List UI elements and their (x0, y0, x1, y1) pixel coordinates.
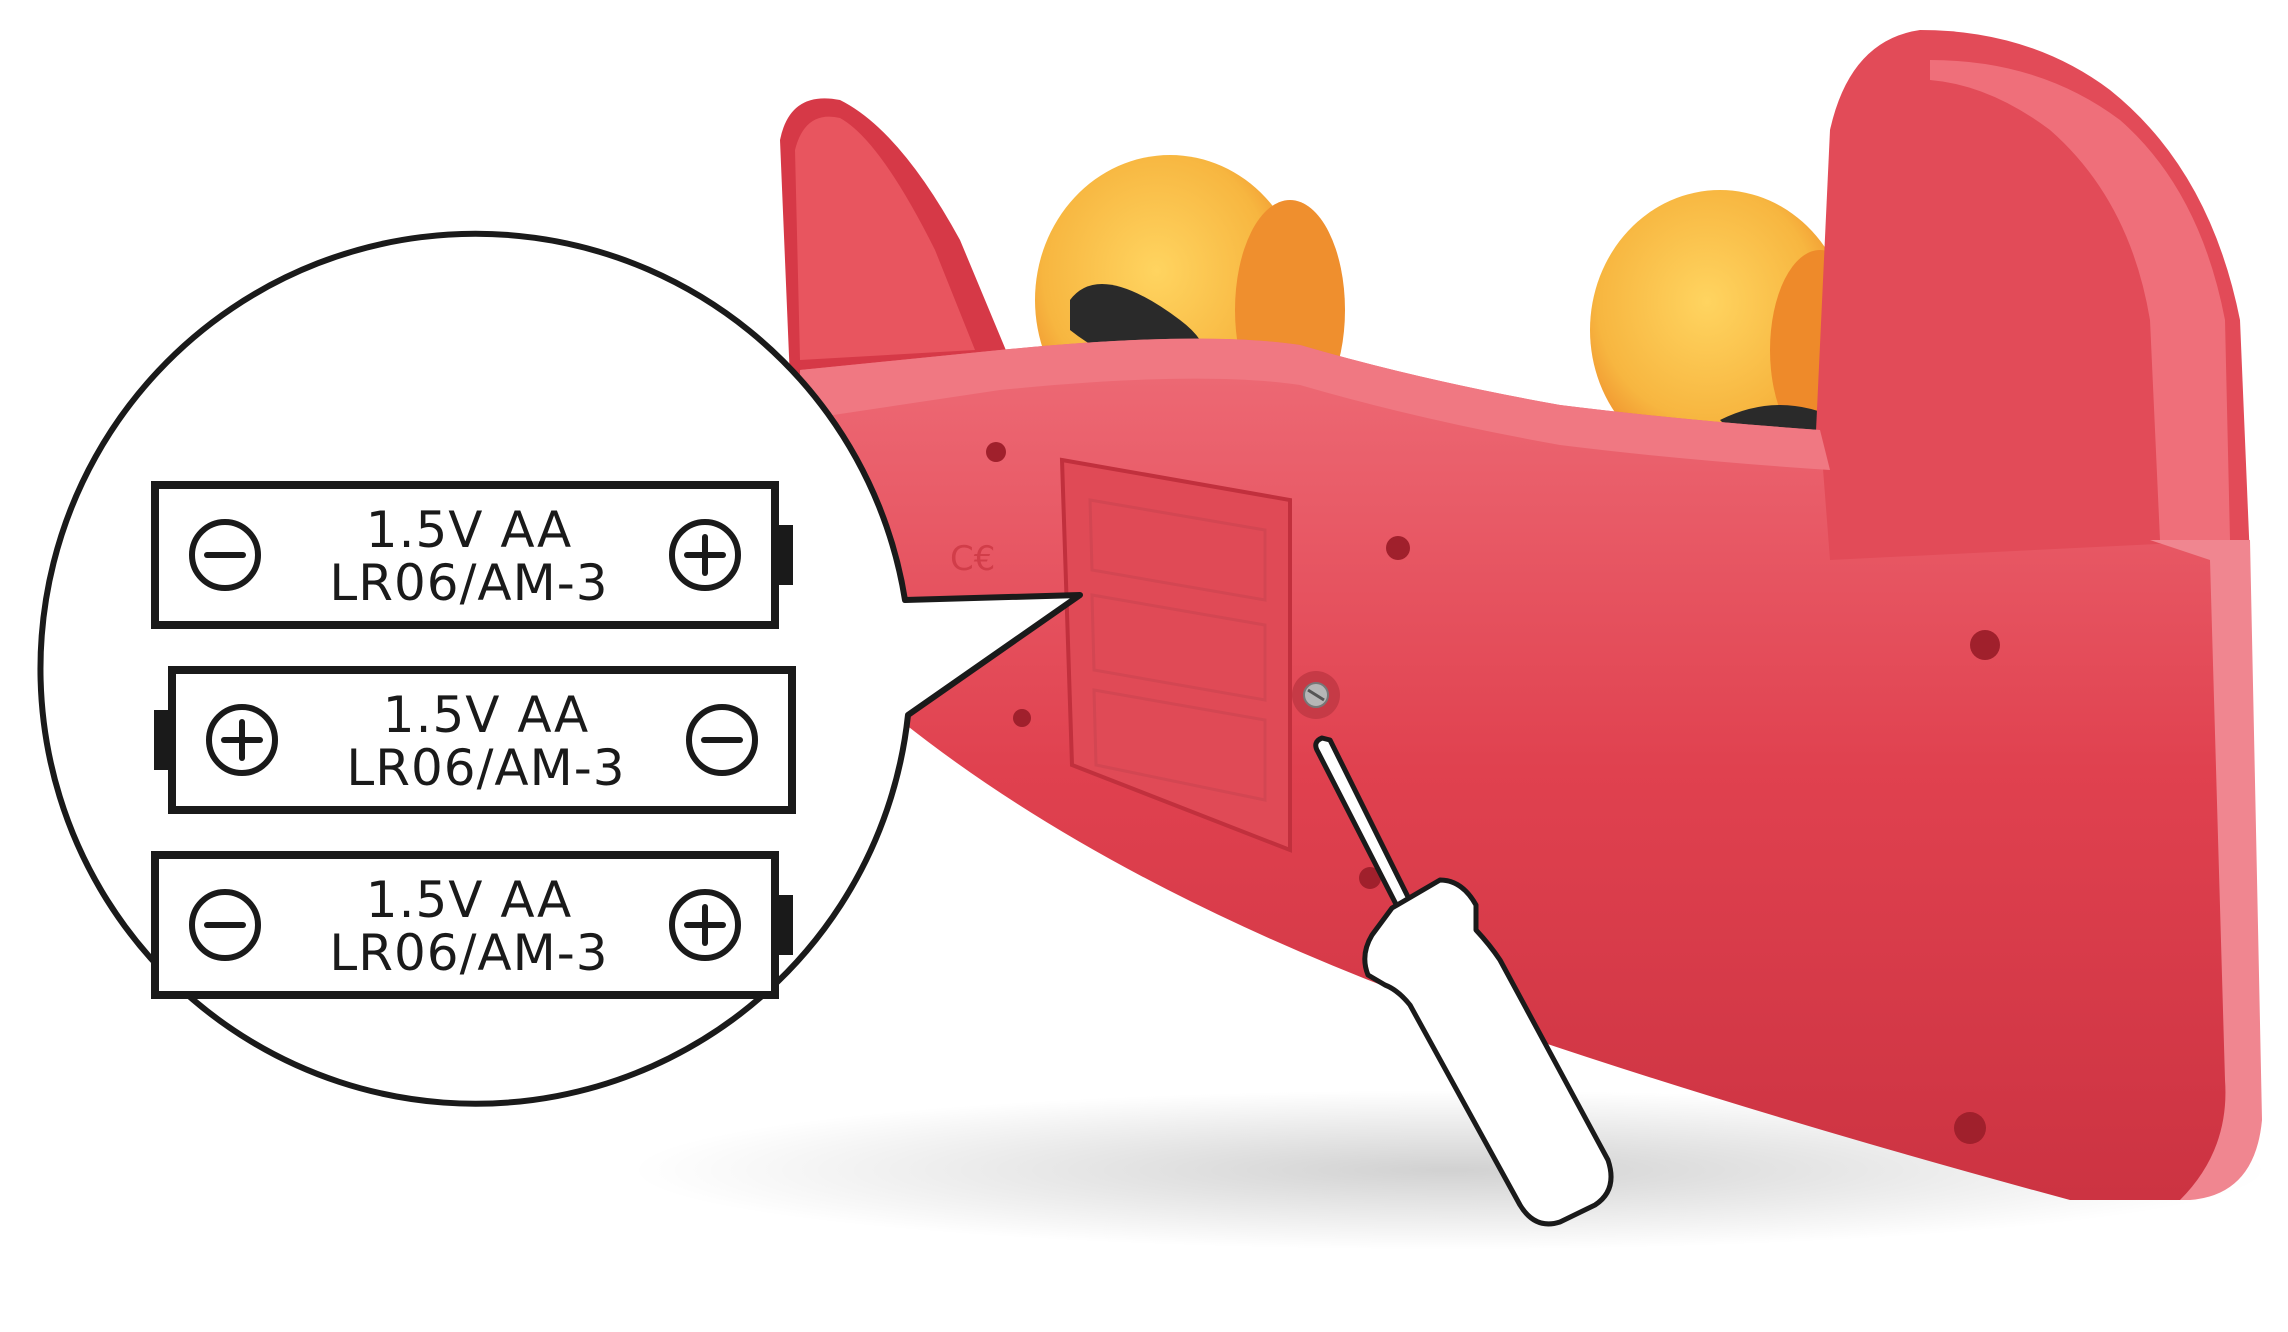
screw-hole (1386, 536, 1410, 560)
screw-hole (1359, 867, 1381, 889)
battery-voltage-label: 1.5V AA (366, 501, 572, 559)
plus-icon (669, 889, 741, 961)
battery-voltage-label: 1.5V AA (366, 871, 572, 929)
battery-compartment-cover (1059, 457, 1340, 853)
battery-terminal-nub (779, 895, 793, 955)
screwdriver-icon (1313, 735, 1614, 1227)
screw-hole (986, 442, 1006, 462)
screw-hole (1954, 1112, 1986, 1144)
battery-terminal-nub (154, 710, 168, 770)
screw-hole (1970, 630, 2000, 660)
minus-icon (189, 519, 261, 591)
plus-icon (206, 704, 278, 776)
minus-icon (686, 704, 758, 776)
ce-mark: C€ (950, 539, 995, 579)
battery-model-label: LR06/AM-3 (329, 554, 608, 612)
screw-icon (1292, 671, 1340, 719)
minus-icon (189, 889, 261, 961)
battery-voltage-label: 1.5V AA (383, 686, 589, 744)
battery-model-label: LR06/AM-3 (329, 924, 608, 982)
battery-model-label: LR06/AM-3 (346, 739, 625, 797)
battery-terminal-nub (779, 525, 793, 585)
plus-icon (669, 519, 741, 591)
toy-vehicle: C€ (780, 30, 2262, 1201)
screw-hole (1013, 709, 1031, 727)
